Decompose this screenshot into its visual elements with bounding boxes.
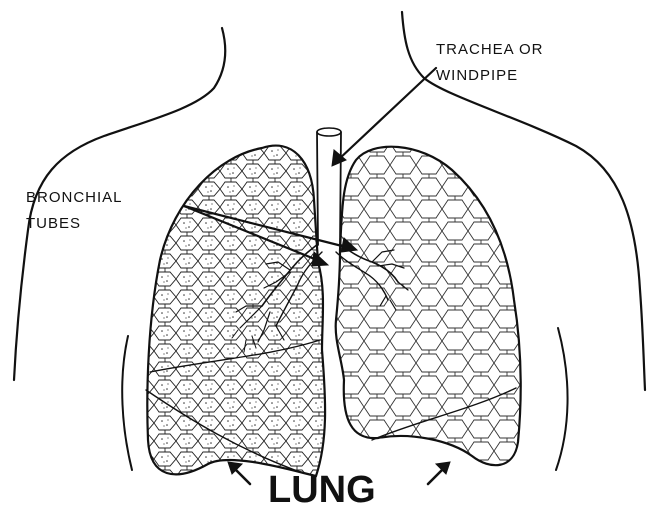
bronchial-label-line1: BRONCHIAL (26, 189, 123, 206)
bronchial-label-line2: TUBES (26, 215, 81, 232)
trachea-label-line2: WINDPIPE (436, 67, 518, 84)
left-lung (146, 146, 325, 476)
trachea (317, 128, 341, 245)
lung-pointer-right (428, 462, 450, 484)
trachea-label-line1: TRACHEA OR (436, 41, 544, 58)
right-lung (336, 147, 521, 465)
body-outline (14, 12, 645, 470)
lung-pointer-left (228, 462, 250, 484)
lung-label: LUNG (268, 469, 376, 508)
